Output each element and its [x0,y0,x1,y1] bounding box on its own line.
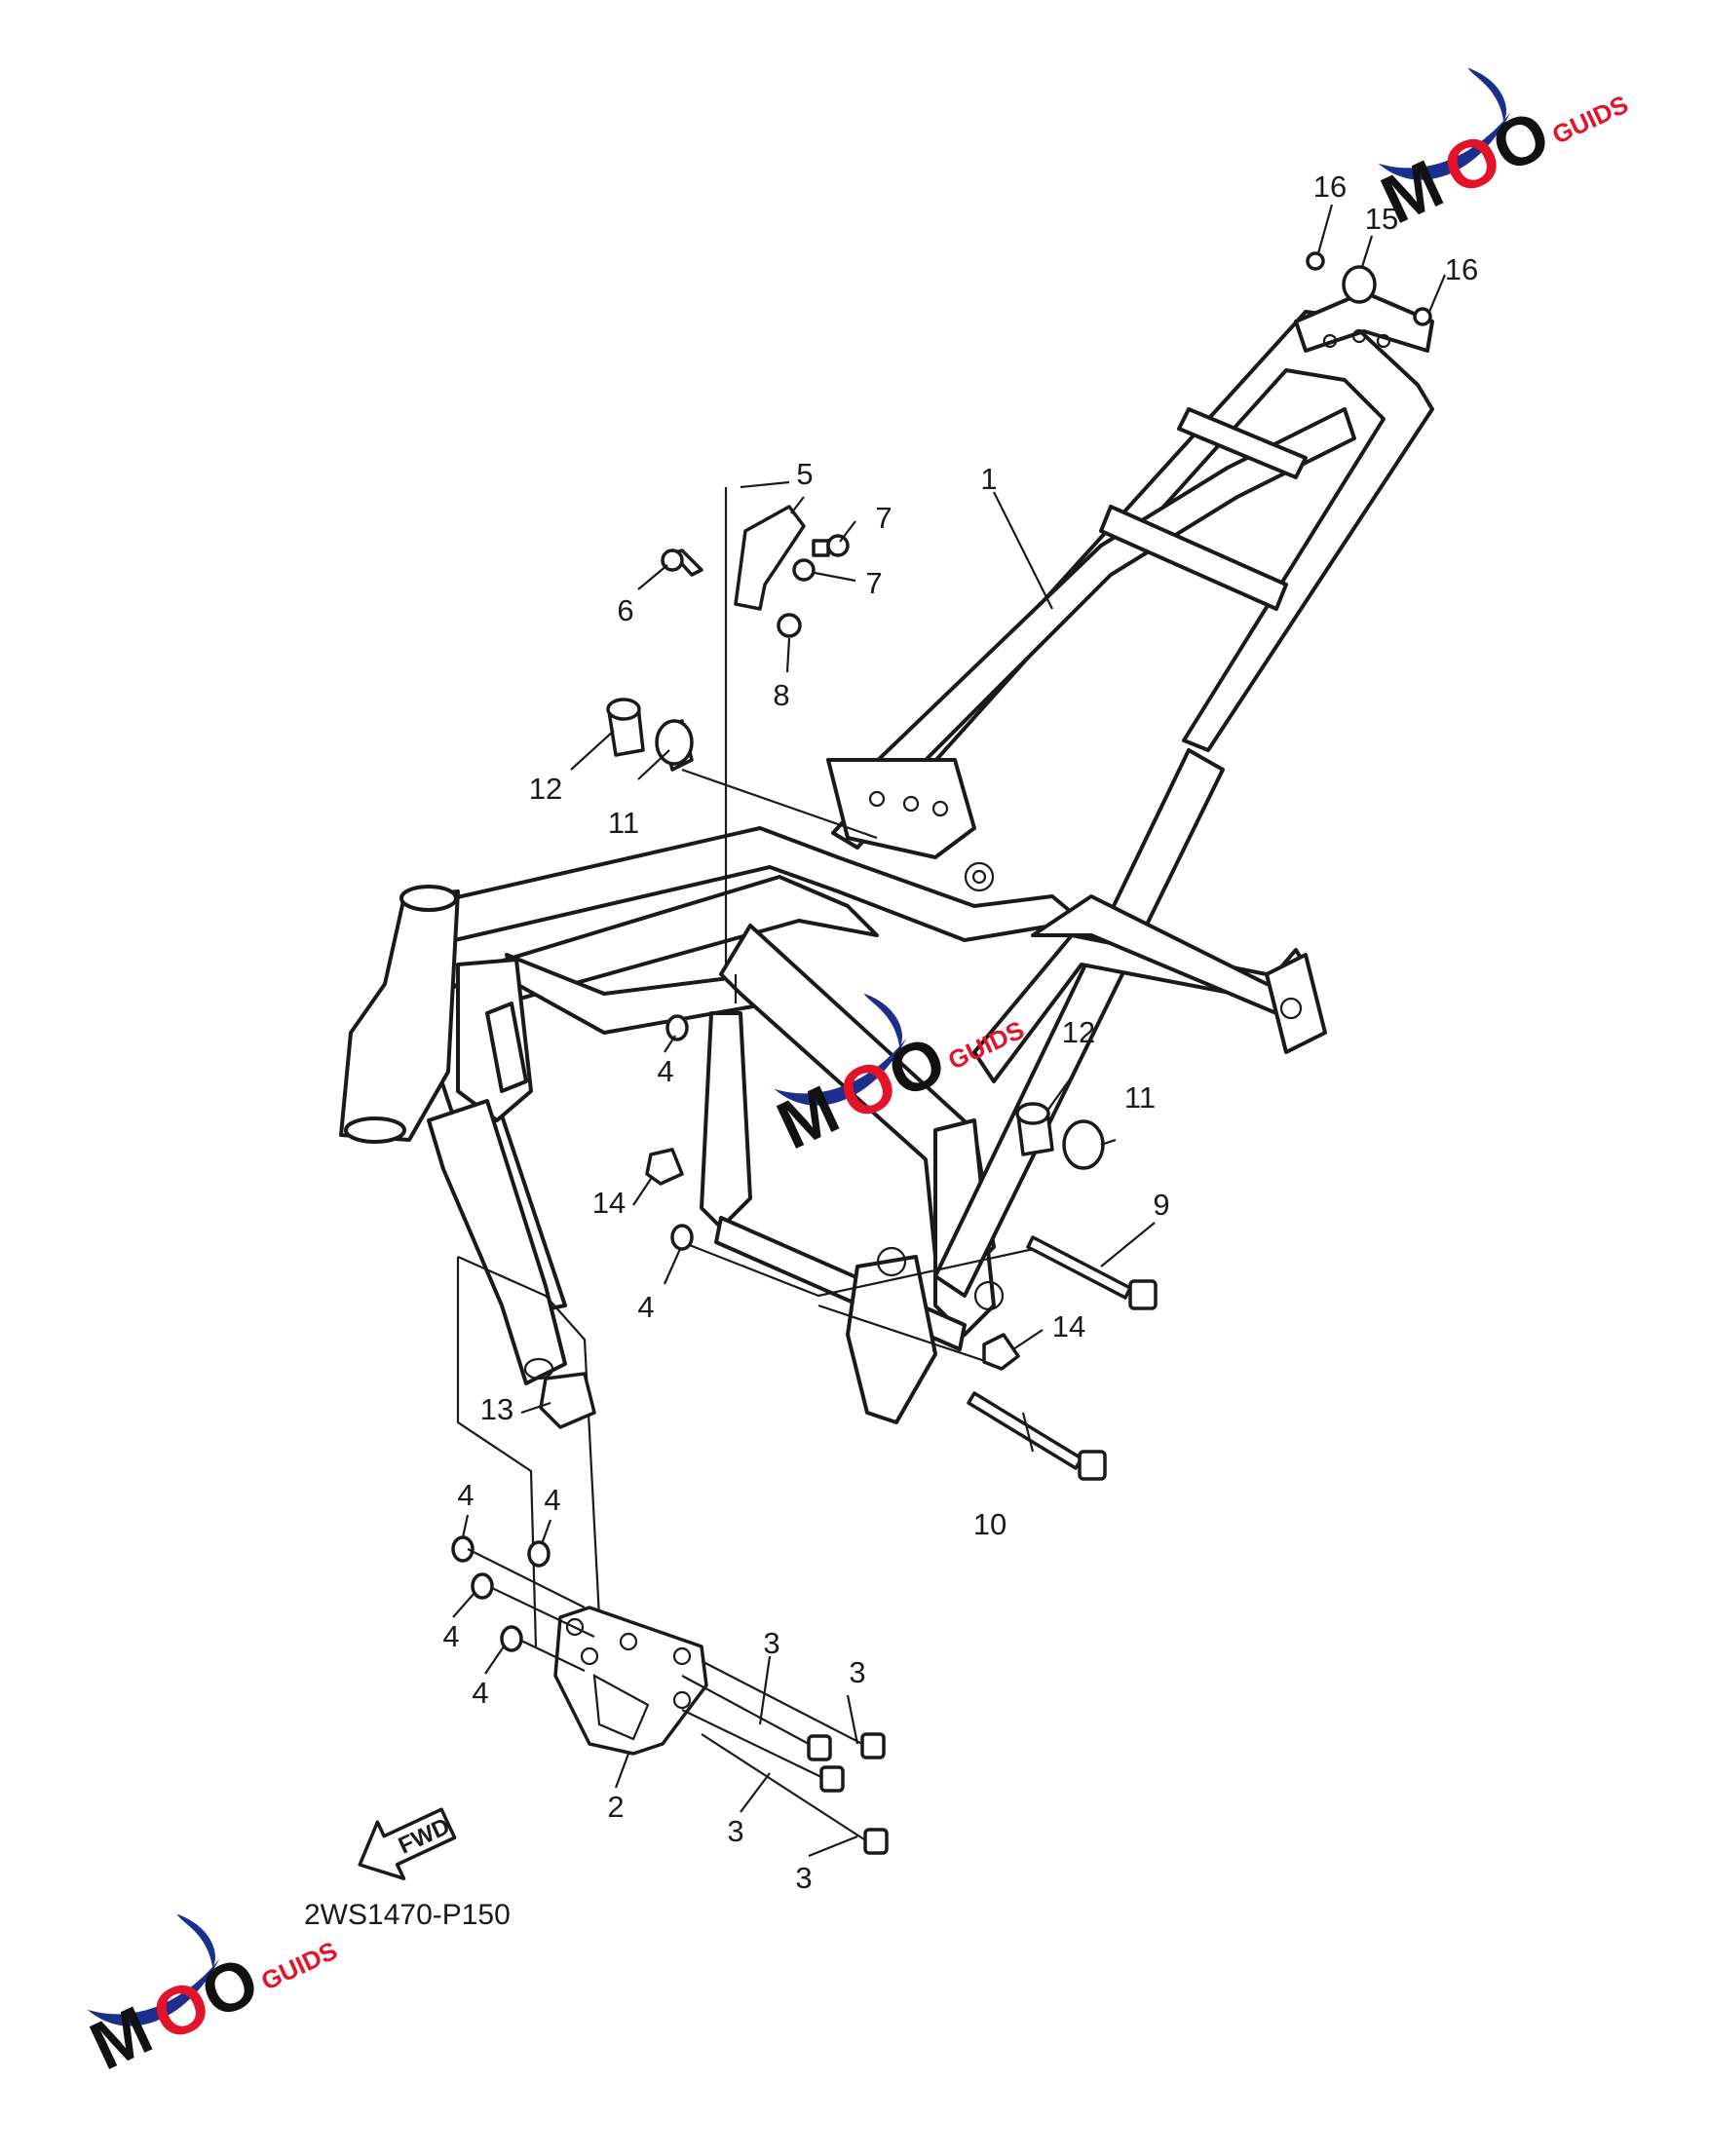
label-16b: 16 [1445,252,1478,286]
label-12a: 12 [529,772,562,806]
label-15: 15 [1365,202,1398,236]
label-11b: 11 [1124,1080,1156,1115]
bolt-3d [701,1733,889,1855]
collars-bushings [606,698,1105,1170]
top-bracket-parts [661,505,850,638]
bolt-7a [812,539,830,557]
label-14a: 14 [592,1186,626,1220]
part-labels: 1 2 3 3 3 3 4 4 4 4 4 4 5 6 7 7 8 9 10 1… [442,170,1478,1895]
bolt-3a [681,1675,832,1761]
label-9: 9 [1153,1188,1169,1222]
bolt-7b [792,558,816,582]
bushing-11b [1062,1119,1105,1170]
drawing-code: 2WS1470-P150 [304,1899,511,1931]
bracket-5 [734,505,806,611]
label-4c: 4 [457,1478,474,1512]
label-5: 5 [796,457,813,491]
engine-bracket-part-2 [553,1606,708,1756]
label-4a: 4 [657,1054,673,1088]
label-6: 6 [617,593,633,627]
watermark-logo-top-right: M O O GUIDS [1370,67,1633,239]
bolts [681,1235,1158,1855]
bolt-9 [1026,1235,1158,1310]
watermark-logo-bottom-left: M O O GUIDS [79,1913,342,2085]
label-3d: 3 [795,1861,812,1895]
nut-8 [777,613,802,638]
label-4d: 4 [544,1483,560,1517]
label-2: 2 [607,1790,624,1824]
bolt-10 [967,1391,1107,1481]
label-12b: 12 [1062,1015,1095,1049]
label-4e: 4 [442,1619,459,1653]
label-4b: 4 [637,1290,654,1324]
label-3c: 3 [727,1814,743,1848]
label-3a: 3 [763,1626,779,1660]
label-16a: 16 [1313,170,1347,204]
label-10: 10 [973,1507,1006,1541]
leader-lines [452,204,1447,1858]
nut-14b [982,1333,1020,1371]
label-7b: 7 [865,566,882,600]
nut-16b [1413,307,1432,326]
label-11a: 11 [608,806,639,840]
clamp-13 [539,1372,596,1429]
label-7a: 7 [875,501,892,535]
label-1: 1 [980,462,997,496]
bolt-3c [681,1709,845,1793]
label-13: 13 [480,1392,513,1426]
main-frame [339,290,1434,1424]
label-4f: 4 [472,1676,488,1710]
label-3b: 3 [849,1655,865,1689]
assembly-guide-lines [456,480,1044,1647]
label-14b: 14 [1052,1309,1085,1343]
label-8: 8 [773,678,789,712]
svg-text:GUIDS: GUIDS [256,1936,341,1996]
svg-text:GUIDS: GUIDS [1547,90,1632,150]
nut-14a [645,1148,684,1186]
washers-4 [451,1014,694,1672]
bolt-3b [701,1660,886,1759]
misc-parts [539,251,1432,1429]
nut-16a [1306,251,1325,271]
fwd-arrow: FWD [358,1807,457,1880]
damper-15 [1342,265,1377,304]
